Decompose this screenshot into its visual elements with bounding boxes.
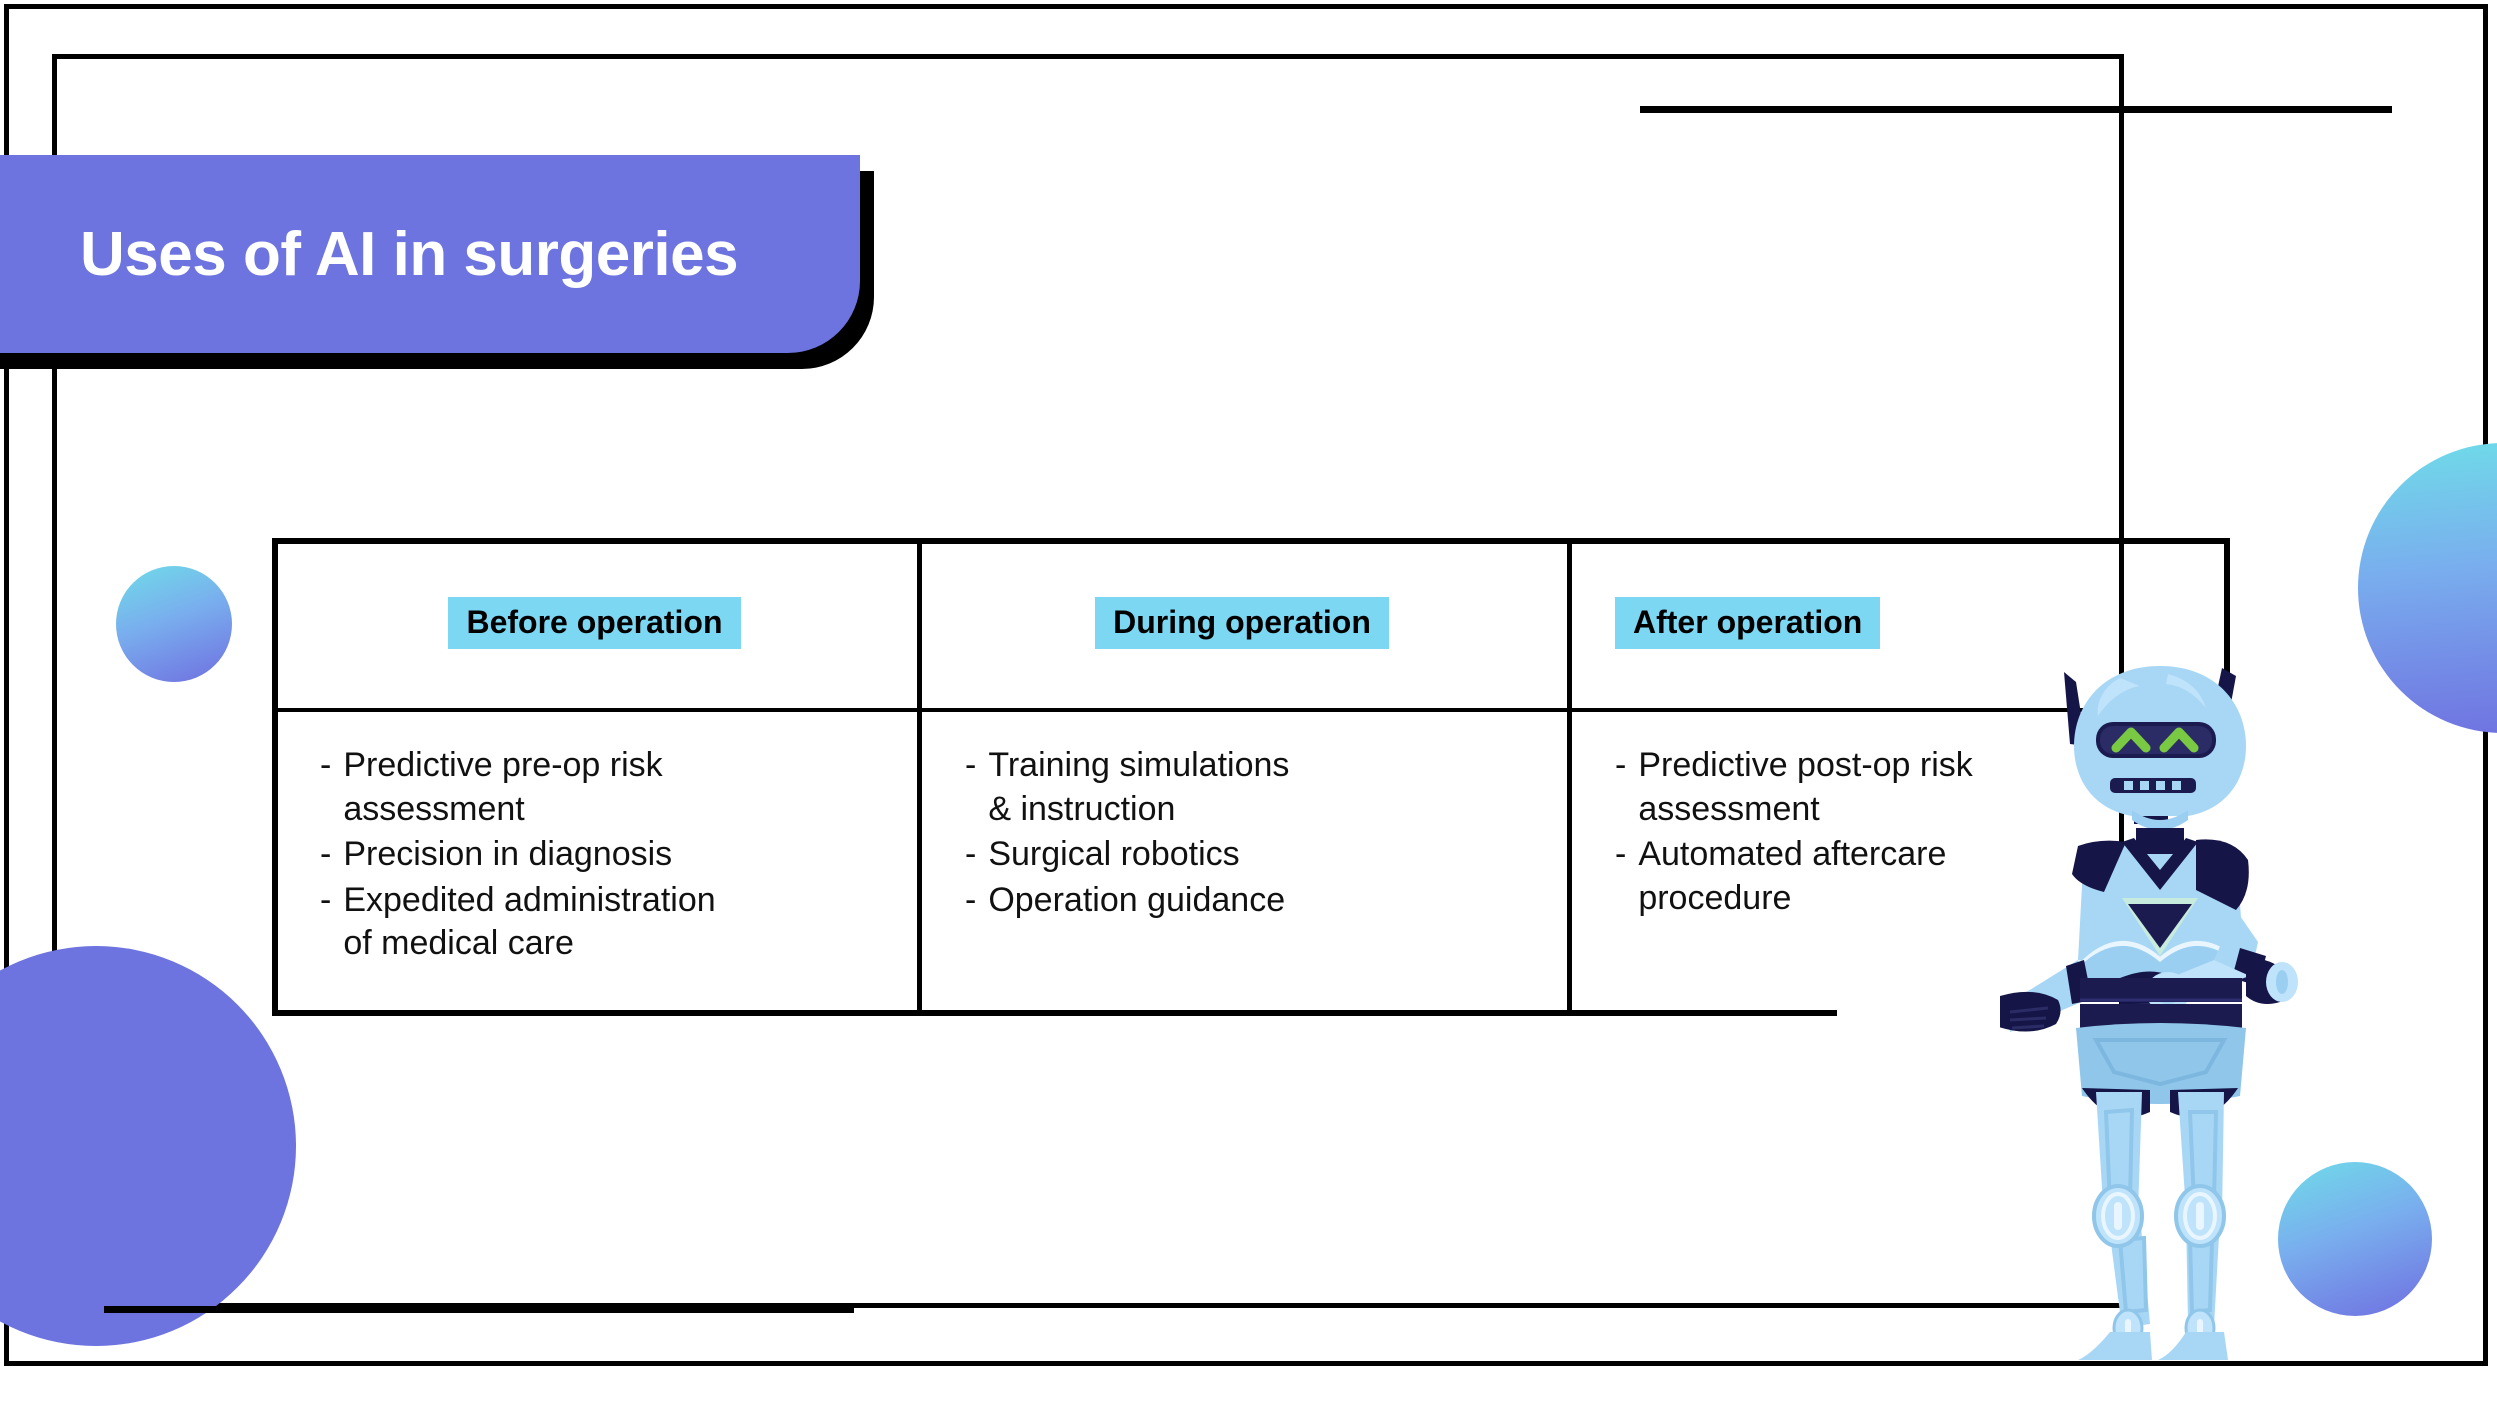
bullet-marker: - [320, 835, 332, 874]
table-border-top [272, 538, 2230, 544]
table-border-right [2224, 538, 2230, 710]
robot-icon [2000, 666, 2298, 1360]
accent-line-bottom-left [104, 1306, 854, 1313]
bullet-marker: - [320, 880, 332, 919]
table-body-cell-during: - Training simulations & instruction - S… [917, 708, 1567, 1016]
list-item: - Predictive pre-op risk assessment [320, 744, 893, 831]
bullet-text: Predictive pre-op risk assessment [343, 746, 663, 828]
bullet-marker: - [1615, 746, 1627, 784]
comparison-table: Before operation During operation After … [272, 538, 2230, 1016]
table-body-cell-before: - Predictive pre-op risk assessment - Pr… [272, 708, 917, 1016]
bullet-text: Operation guidance [988, 880, 1286, 919]
bullet-text: Automated aftercare procedure [1638, 835, 1947, 917]
bullet-text: Surgical robotics [988, 835, 1240, 874]
title-banner: Uses of AI in surgeries [0, 155, 874, 369]
bullet-marker: - [1615, 835, 1627, 874]
inner-frame-border [52, 54, 2124, 1308]
table-body-cell-after: - Predictive post-op risk assessment - A… [1567, 708, 2230, 1016]
column-header-label: After operation [1615, 597, 1881, 649]
column-header-label: Before operation [448, 597, 741, 649]
bullet-marker: - [965, 880, 977, 919]
table-column-divider-1 [917, 538, 922, 1016]
page-title: Uses of AI in surgeries [80, 219, 739, 289]
list-item: - Predictive post-op risk assessment [1615, 744, 2206, 831]
table-header-cell-during: During operation [917, 538, 1567, 708]
table-header-cell-before: Before operation [272, 538, 917, 708]
title-banner-fill: Uses of AI in surgeries [0, 155, 860, 353]
bullet-text: Precision in diagnosis [343, 835, 673, 874]
inner-frame-bottom-edge [52, 1303, 2124, 1308]
bullet-marker: - [965, 746, 977, 784]
list-item: - Surgical robotics [965, 833, 1543, 877]
bullet-text: Predictive post-op risk assessment [1638, 746, 1973, 828]
list-item: - Automated aftercare procedure [1615, 833, 2206, 920]
accent-line-top-right [1640, 106, 2392, 113]
column-header-label: During operation [1095, 597, 1389, 649]
bullet-text: Expedited administration of medical care [343, 880, 716, 963]
gradient-circle-small-left [116, 566, 232, 682]
list-item: - Training simulations & instruction [965, 744, 1543, 831]
table-border-bottom [272, 1010, 1837, 1016]
table-header-cell-after: After operation [1567, 538, 2230, 708]
list-item: - Precision in diagnosis [320, 833, 893, 877]
list-item: - Operation guidance [965, 879, 1543, 923]
table-column-divider-2 [1567, 538, 1572, 1016]
list-item: - Expedited administration of medical ca… [320, 879, 893, 966]
bullet-marker: - [320, 746, 332, 784]
gradient-circle-right-bottom [2278, 1162, 2432, 1316]
table-grid: Before operation During operation After … [272, 538, 2230, 1016]
robot-illustration [2000, 660, 2320, 1360]
bullet-marker: - [965, 835, 977, 874]
table-border-left [272, 538, 278, 1016]
bullet-text: Training simulations & instruction [988, 746, 1290, 828]
table-header-divider [272, 708, 2230, 712]
